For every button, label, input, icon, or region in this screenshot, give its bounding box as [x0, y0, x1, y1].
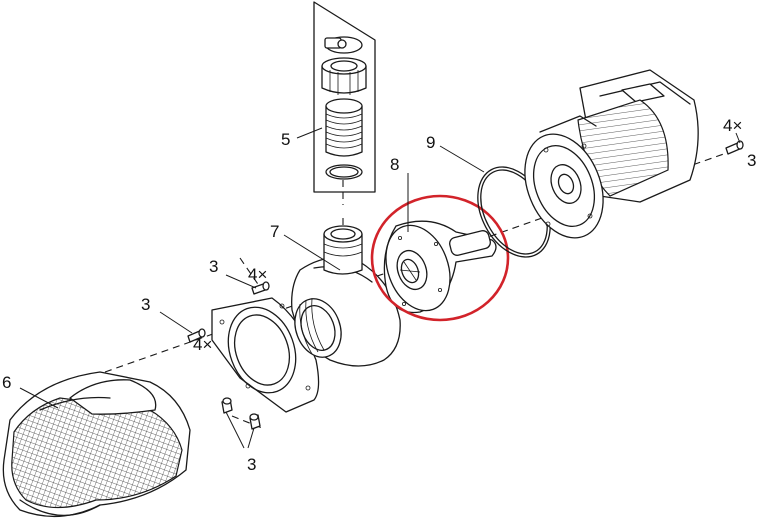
screw-bottom-1: [221, 397, 233, 414]
label-part-7: 7: [270, 222, 279, 241]
highlight-circle: [370, 194, 510, 322]
label-part-3-upper: 3: [209, 257, 218, 276]
screw-bottom-2: [249, 413, 261, 430]
label-part-5: 5: [281, 130, 290, 149]
label-4x-mid: 4×: [193, 335, 212, 354]
motor-unit: [524, 69, 699, 239]
label-part-3-mid: 3: [141, 295, 150, 314]
label-part-9: 9: [426, 133, 435, 152]
filter-cover-part-6: [2, 371, 191, 518]
label-part-8: 8: [390, 155, 399, 174]
part-labels: 3 4× 3 4× 3 4× 3 5 6 7 8 9: [2, 116, 756, 474]
screw-upper-left: [251, 281, 270, 295]
screw-motor-right: [725, 140, 744, 155]
mounting-gasket-plate: [211, 297, 320, 413]
leader-lines: [19, 127, 741, 449]
label-part-3-motor: 3: [747, 151, 756, 170]
screw-mid-left: [187, 328, 206, 343]
label-4x-motor: 4×: [723, 116, 742, 135]
impeller-part-8: [383, 220, 497, 314]
label-part-6: 6: [2, 373, 11, 392]
label-4x-upper: 4×: [248, 265, 267, 284]
label-part-3-bottom: 3: [247, 455, 256, 474]
screws-part-3: [187, 140, 744, 430]
connector-kit-part-5: [313, 1, 376, 193]
pump-housing-part-7: [291, 225, 401, 367]
